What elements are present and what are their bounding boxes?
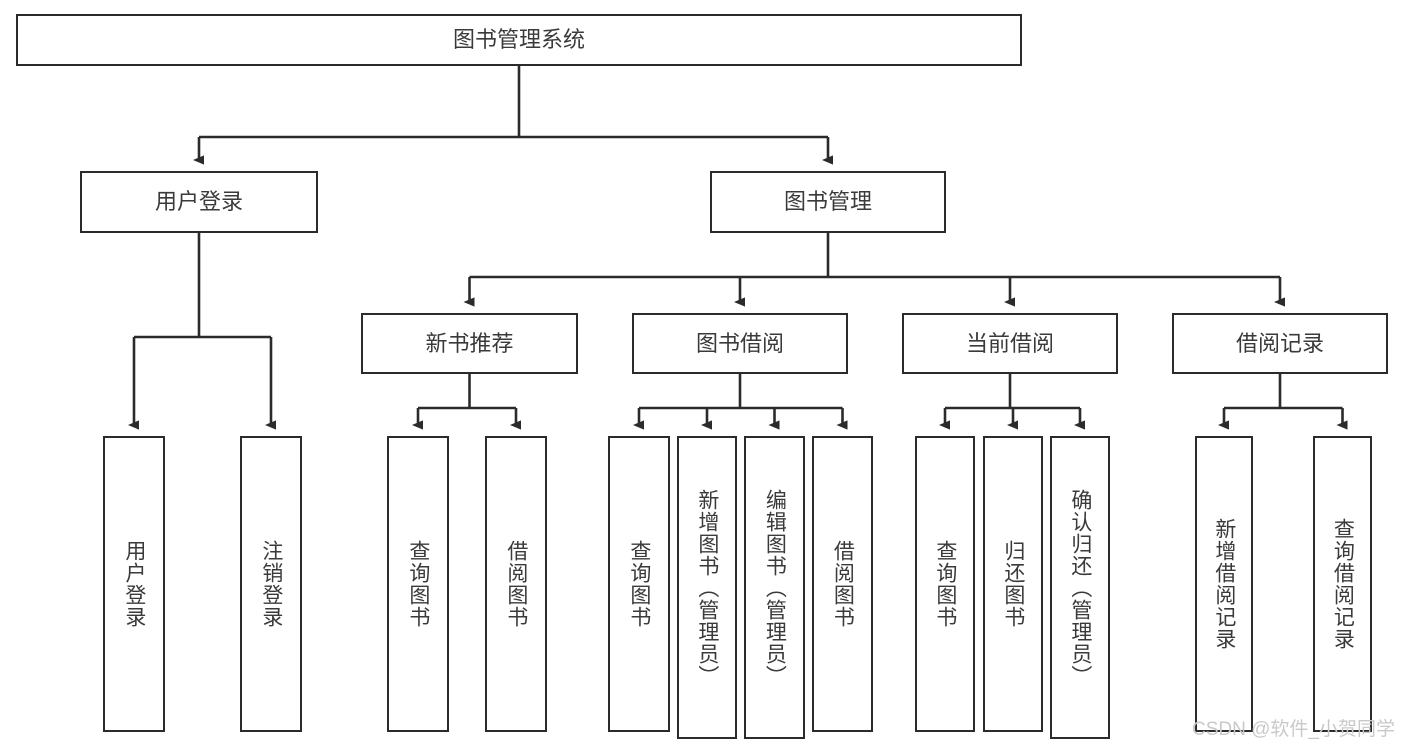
- node-label: 用户登录: [122, 540, 146, 628]
- node-label: 注销登录: [259, 540, 283, 628]
- node-label: 查询图书: [627, 540, 651, 628]
- node-label: 借阅图书: [504, 540, 528, 628]
- node-label: 用户登录: [154, 189, 243, 214]
- node-leaf-借阅图书-7[interactable]: 借阅图书: [812, 436, 873, 732]
- node-label: 确认归还（管理员）: [1068, 488, 1092, 687]
- node-label: 新书推荐: [425, 330, 514, 356]
- node-label: 归还图书: [1001, 540, 1025, 628]
- node-leaf-用户登录-0[interactable]: 用户登录: [103, 436, 165, 732]
- node-label: 新增借阅记录: [1212, 518, 1236, 650]
- node-label: 借阅记录: [1235, 330, 1324, 356]
- node-label: 图书管理系统: [452, 27, 585, 52]
- node-leaf-归还图书-9[interactable]: 归还图书: [983, 436, 1043, 732]
- node-label: 新增图书（管理员）: [695, 488, 719, 687]
- node-leaf-新增图书管理员-5[interactable]: 新增图书（管理员）: [677, 436, 737, 739]
- node-level2-图书借阅-1[interactable]: 图书借阅: [632, 313, 848, 374]
- node-leaf-查询图书-2[interactable]: 查询图书: [387, 436, 449, 732]
- node-leaf-注销登录-1[interactable]: 注销登录: [240, 436, 302, 732]
- node-leaf-查询图书-8[interactable]: 查询图书: [915, 436, 975, 732]
- node-label: 当前借阅: [965, 330, 1054, 356]
- node-level1-用户登录-0[interactable]: 用户登录: [80, 171, 318, 233]
- node-level2-新书推荐-0[interactable]: 新书推荐: [361, 313, 578, 374]
- node-label: 借阅图书: [831, 540, 855, 628]
- node-leaf-借阅图书-3[interactable]: 借阅图书: [485, 436, 547, 732]
- node-leaf-新增借阅记录-11[interactable]: 新增借阅记录: [1195, 436, 1253, 732]
- node-leaf-查询借阅记录-12[interactable]: 查询借阅记录: [1313, 436, 1372, 732]
- node-leaf-确认归还管理员-10[interactable]: 确认归还（管理员）: [1050, 436, 1110, 739]
- node-label: 查询借阅记录: [1331, 518, 1355, 650]
- node-level2-当前借阅-2[interactable]: 当前借阅: [902, 313, 1118, 374]
- node-leaf-编辑图书管理员-6[interactable]: 编辑图书（管理员）: [744, 436, 805, 739]
- node-level1-图书管理-1[interactable]: 图书管理: [710, 171, 946, 233]
- node-label: 查询图书: [933, 540, 957, 628]
- node-label: 图书借阅: [695, 330, 784, 356]
- node-label: 编辑图书（管理员）: [763, 488, 787, 687]
- node-root-图书管理系统[interactable]: 图书管理系统: [16, 14, 1022, 66]
- node-level2-借阅记录-3[interactable]: 借阅记录: [1172, 313, 1388, 374]
- node-label: 图书管理: [783, 189, 872, 214]
- node-leaf-查询图书-4[interactable]: 查询图书: [608, 436, 670, 732]
- node-label: 查询图书: [406, 540, 430, 628]
